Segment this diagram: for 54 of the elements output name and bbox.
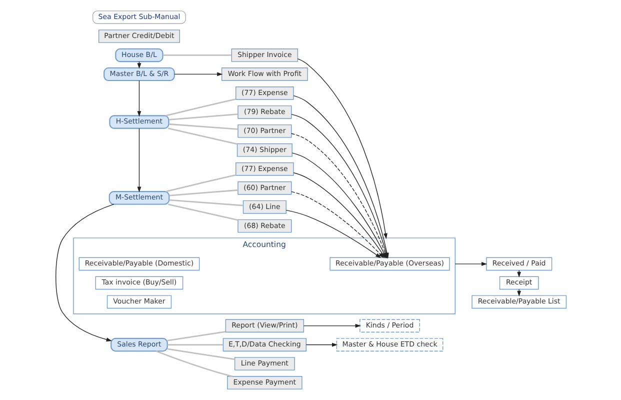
arrow xyxy=(516,289,521,296)
node-box: E,T,D/Data Checking xyxy=(222,338,306,352)
node-box: Shipper Invoice xyxy=(230,48,298,62)
connector xyxy=(168,114,238,120)
node-box: Tax invoice (Buy/Sell) xyxy=(94,276,183,290)
connector xyxy=(166,344,223,346)
connector xyxy=(168,189,238,196)
node-box: Receivable/Payable (Overseas) xyxy=(329,257,450,271)
connector xyxy=(155,350,232,378)
arrow xyxy=(303,324,360,328)
node-box: Line Payment xyxy=(234,357,294,370)
arrow xyxy=(454,262,487,266)
connector xyxy=(168,199,243,206)
node-box: Received / Paid xyxy=(486,257,552,271)
node-box: Partner Credit/Debit xyxy=(98,30,180,43)
node-box: Kinds / Period xyxy=(359,319,420,332)
label: Sea Export Sub-Manual xyxy=(98,12,180,22)
arrow xyxy=(305,342,338,347)
connector xyxy=(162,54,231,56)
node-box: H-Settlement xyxy=(108,115,169,129)
arrow xyxy=(285,210,381,258)
node-box: Master & House ETD check xyxy=(336,338,443,352)
node-box: Receipt xyxy=(498,276,538,290)
connector xyxy=(165,98,236,116)
node-box: Receivable/Payable List xyxy=(471,295,566,309)
node-box: (74) Shipper xyxy=(236,143,292,157)
arrow xyxy=(296,58,387,239)
arrow xyxy=(55,204,114,342)
arrow xyxy=(516,270,521,278)
connector xyxy=(167,128,237,145)
connector xyxy=(166,331,226,342)
node-box: (64) Line xyxy=(242,200,286,214)
node-box: M-Settlement xyxy=(108,191,170,205)
node-box: Receivable/Payable (Domestic) xyxy=(78,257,200,271)
node-box: Sales Report xyxy=(110,338,168,352)
connector xyxy=(167,204,238,221)
node-box: (79) Rebate xyxy=(237,105,292,119)
node-box: Report (View/Print) xyxy=(224,319,304,332)
node-box: (60) Partner xyxy=(237,181,292,195)
node-box: (77) Expense xyxy=(235,162,294,176)
node-box: (77) Expense xyxy=(235,86,294,100)
arrow xyxy=(136,128,141,192)
node-box: Expense Payment xyxy=(226,376,302,390)
node-box: Voucher Maker xyxy=(106,295,172,309)
node-box: Work Flow with Profit xyxy=(220,68,308,81)
connector xyxy=(168,123,238,130)
arrow xyxy=(136,80,141,117)
node-box: (68) Rebate xyxy=(237,219,292,233)
arrow xyxy=(174,72,222,76)
node-box: Master B/L & S/R xyxy=(103,67,174,82)
node-box: House B/L xyxy=(114,48,163,62)
node-box: (70) Partner xyxy=(237,124,292,138)
connector xyxy=(166,348,234,360)
connector xyxy=(165,174,236,192)
